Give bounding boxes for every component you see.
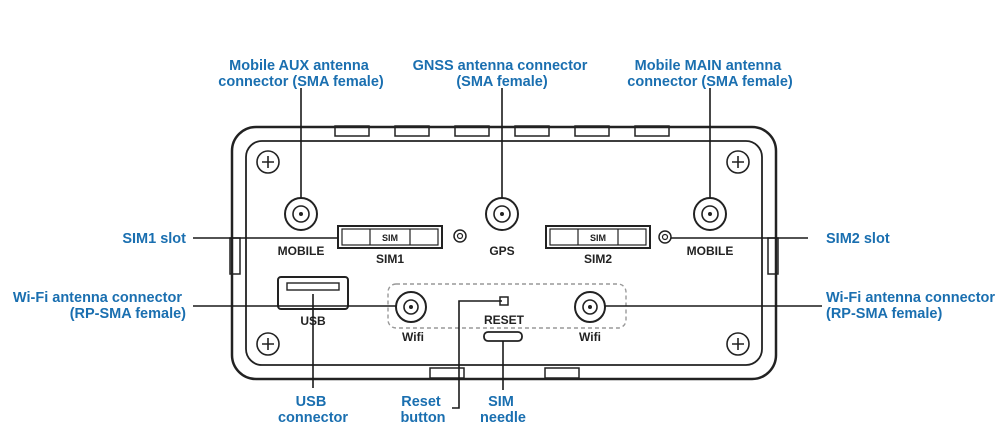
callout-reset-button: Reset button [400, 394, 445, 426]
callout-sim-needle-line2: needle [480, 410, 526, 426]
screw-bottom-left-icon [256, 332, 280, 356]
callout-mobile-aux-line2: connector (SMA female) [218, 74, 384, 90]
led-left-icon [453, 229, 467, 243]
callout-sim1-slot: SIM1 slot [122, 231, 186, 247]
reset-label: RESET [484, 313, 525, 327]
mobile-main-connector-icon [693, 197, 727, 231]
screw-bottom-right-icon [726, 332, 750, 356]
callout-wifi-right: Wi-Fi antenna connector (RP-SMA female) [826, 290, 999, 322]
device-housing [229, 125, 779, 381]
screw-top-right-icon [726, 150, 750, 174]
callout-gnss-line1: GNSS antenna connector [413, 58, 588, 74]
callout-wifi-right-line1: Wi-Fi antenna connector [826, 290, 995, 306]
top-vents [334, 125, 670, 137]
sim1-label: SIM1 [376, 252, 404, 266]
sim2-slot-icon [545, 225, 651, 249]
wifi-left-label: Wifi [402, 330, 424, 344]
callout-wifi-left: Wi-Fi antenna connector (RP-SMA female) [13, 290, 186, 322]
callout-mobile-main-line2: connector (SMA female) [627, 74, 793, 90]
callout-usb-connector-line2: connector [278, 410, 348, 426]
wifi-left-connector-icon [395, 291, 427, 323]
gps-label: GPS [489, 244, 514, 258]
mobile-left-label: MOBILE [278, 244, 325, 258]
callout-gnss-line2: (SMA female) [456, 74, 547, 90]
leader-lines [193, 88, 822, 409]
sim-needle-hole-icon [483, 331, 523, 342]
callout-mobile-main: Mobile MAIN antenna connector (SMA femal… [627, 58, 793, 90]
bottom-vents [429, 367, 580, 379]
wifi-right-label: Wifi [579, 330, 601, 344]
sim2-label: SIM2 [584, 252, 612, 266]
sim1-tray-label: SIM [382, 233, 398, 243]
sim2-tray-label: SIM [590, 233, 606, 243]
callout-mobile-aux-line1: Mobile AUX antenna [229, 58, 370, 74]
callout-usb-connector-line1: USB [296, 394, 327, 410]
callout-sim2-slot: SIM2 slot [826, 231, 890, 247]
mobile-aux-connector-icon [284, 197, 318, 231]
callout-reset-button-line2: button [400, 410, 445, 426]
callout-wifi-left-line1: Wi-Fi antenna connector [13, 290, 182, 306]
gnss-connector-icon [485, 197, 519, 231]
screw-top-left-icon [256, 150, 280, 174]
callout-wifi-right-line2: (RP-SMA female) [826, 306, 942, 322]
callout-mobile-main-line1: Mobile MAIN antenna [635, 58, 783, 74]
callout-sim-needle: SIM needle [480, 394, 526, 426]
callout-mobile-aux: Mobile AUX antenna connector (SMA female… [218, 58, 384, 90]
callout-wifi-left-line2: (RP-SMA female) [70, 306, 186, 322]
wifi-right-connector-icon [574, 291, 606, 323]
led-right-icon [658, 230, 672, 244]
callout-reset-button-line1: Reset [401, 394, 441, 410]
sim1-slot-icon [337, 225, 443, 249]
mobile-right-label: MOBILE [687, 244, 734, 258]
callout-usb-connector: USB connector [278, 394, 348, 426]
callout-gnss: GNSS antenna connector (SMA female) [413, 58, 592, 90]
callout-sim-needle-line1: SIM [488, 394, 514, 410]
